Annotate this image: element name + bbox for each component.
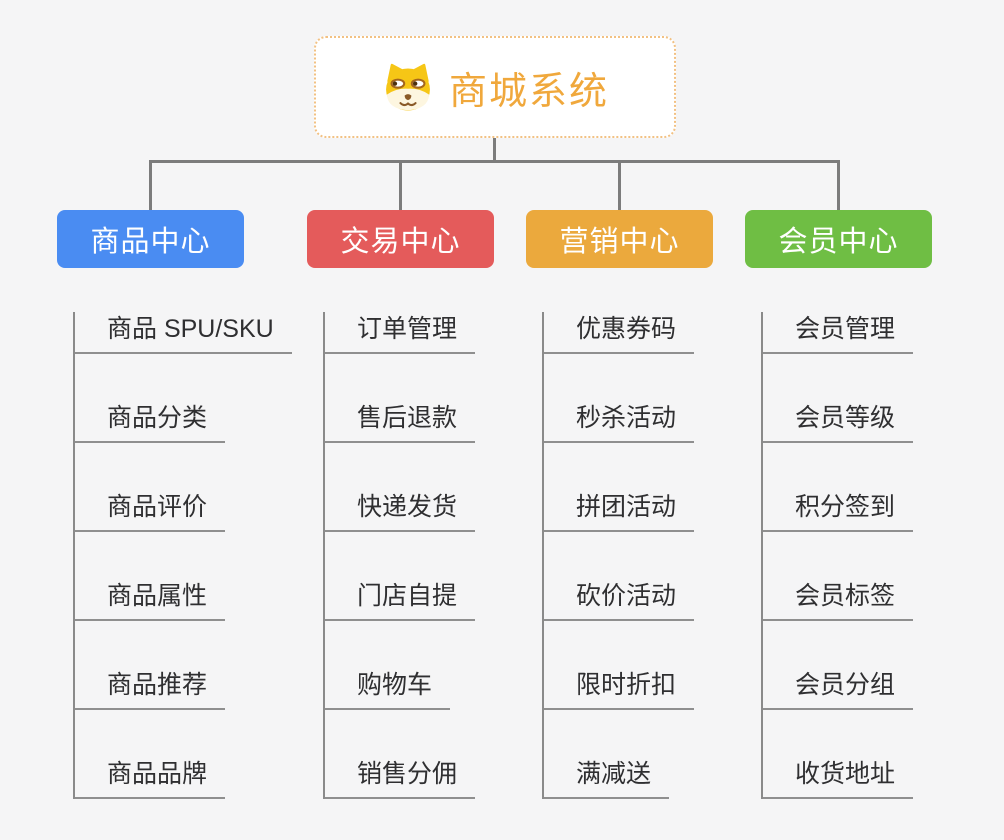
topic-node[interactable]: 商品 SPU/SKU <box>75 312 292 354</box>
topic-node[interactable]: 秒杀活动 <box>544 401 695 443</box>
topic-node[interactable]: 拼团活动 <box>544 490 695 532</box>
topic-node[interactable]: 商品分类 <box>75 401 226 443</box>
topic-node[interactable]: 限时折扣 <box>544 668 695 710</box>
topic-node[interactable]: 商品品牌 <box>75 757 226 799</box>
topic-node[interactable]: 会员分组 <box>763 668 914 710</box>
branch-header-member[interactable]: 会员中心 <box>745 210 932 268</box>
branch-children-trade: 订单管理 售后退款 快递发货 门店自提 购物车 销售分佣 <box>323 312 476 799</box>
branch-header-marketing[interactable]: 营销中心 <box>526 210 713 268</box>
connector-drop-marketing <box>618 162 621 210</box>
root-node[interactable]: 商城系统 <box>314 36 676 138</box>
topic-node[interactable]: 快递发货 <box>325 490 476 532</box>
branch-header-product[interactable]: 商品中心 <box>57 210 244 268</box>
branch-product-center: 商品中心 商品 SPU/SKU 商品分类 商品评价 商品属性 商品推荐 商品品牌 <box>57 210 307 799</box>
connector-drop-trade <box>399 162 402 210</box>
topic-node[interactable]: 砍价活动 <box>544 579 695 621</box>
topic-node[interactable]: 商品推荐 <box>75 668 226 710</box>
dog-face-icon <box>386 63 430 111</box>
root-title: 商城系统 <box>448 70 609 113</box>
topic-node[interactable]: 购物车 <box>325 668 451 710</box>
topic-node[interactable]: 门店自提 <box>325 579 476 621</box>
connector-drop-product <box>149 160 152 210</box>
topic-node[interactable]: 商品属性 <box>75 579 226 621</box>
branch-marketing-center: 营销中心 优惠券码 秒杀活动 拼团活动 砍价活动 限时折扣 满减送 <box>526 210 776 799</box>
topic-node[interactable]: 售后退款 <box>325 401 476 443</box>
topic-node[interactable]: 会员等级 <box>763 401 914 443</box>
topic-node[interactable]: 积分签到 <box>763 490 914 532</box>
branch-children-marketing: 优惠券码 秒杀活动 拼团活动 砍价活动 限时折扣 满减送 <box>542 312 695 799</box>
branch-trade-center: 交易中心 订单管理 售后退款 快递发货 门店自提 购物车 销售分佣 <box>307 210 557 799</box>
branch-header-trade[interactable]: 交易中心 <box>307 210 494 268</box>
topic-node[interactable]: 商品评价 <box>75 490 226 532</box>
topic-node[interactable]: 会员标签 <box>763 579 914 621</box>
topic-node[interactable]: 订单管理 <box>325 312 476 354</box>
branch-children-product: 商品 SPU/SKU 商品分类 商品评价 商品属性 商品推荐 商品品牌 <box>73 312 292 799</box>
topic-node[interactable]: 收货地址 <box>763 757 914 799</box>
topic-node[interactable]: 优惠券码 <box>544 312 695 354</box>
branch-children-member: 会员管理 会员等级 积分签到 会员标签 会员分组 收货地址 <box>761 312 914 799</box>
connector-drop-member <box>837 160 840 210</box>
topic-node[interactable]: 会员管理 <box>763 312 914 354</box>
topic-node[interactable]: 销售分佣 <box>325 757 476 799</box>
topic-node[interactable]: 满减送 <box>544 757 670 799</box>
connector-root-stub <box>493 137 496 163</box>
branch-member-center: 会员中心 会员管理 会员等级 积分签到 会员标签 会员分组 收货地址 <box>745 210 995 799</box>
connector-bus <box>149 160 840 163</box>
